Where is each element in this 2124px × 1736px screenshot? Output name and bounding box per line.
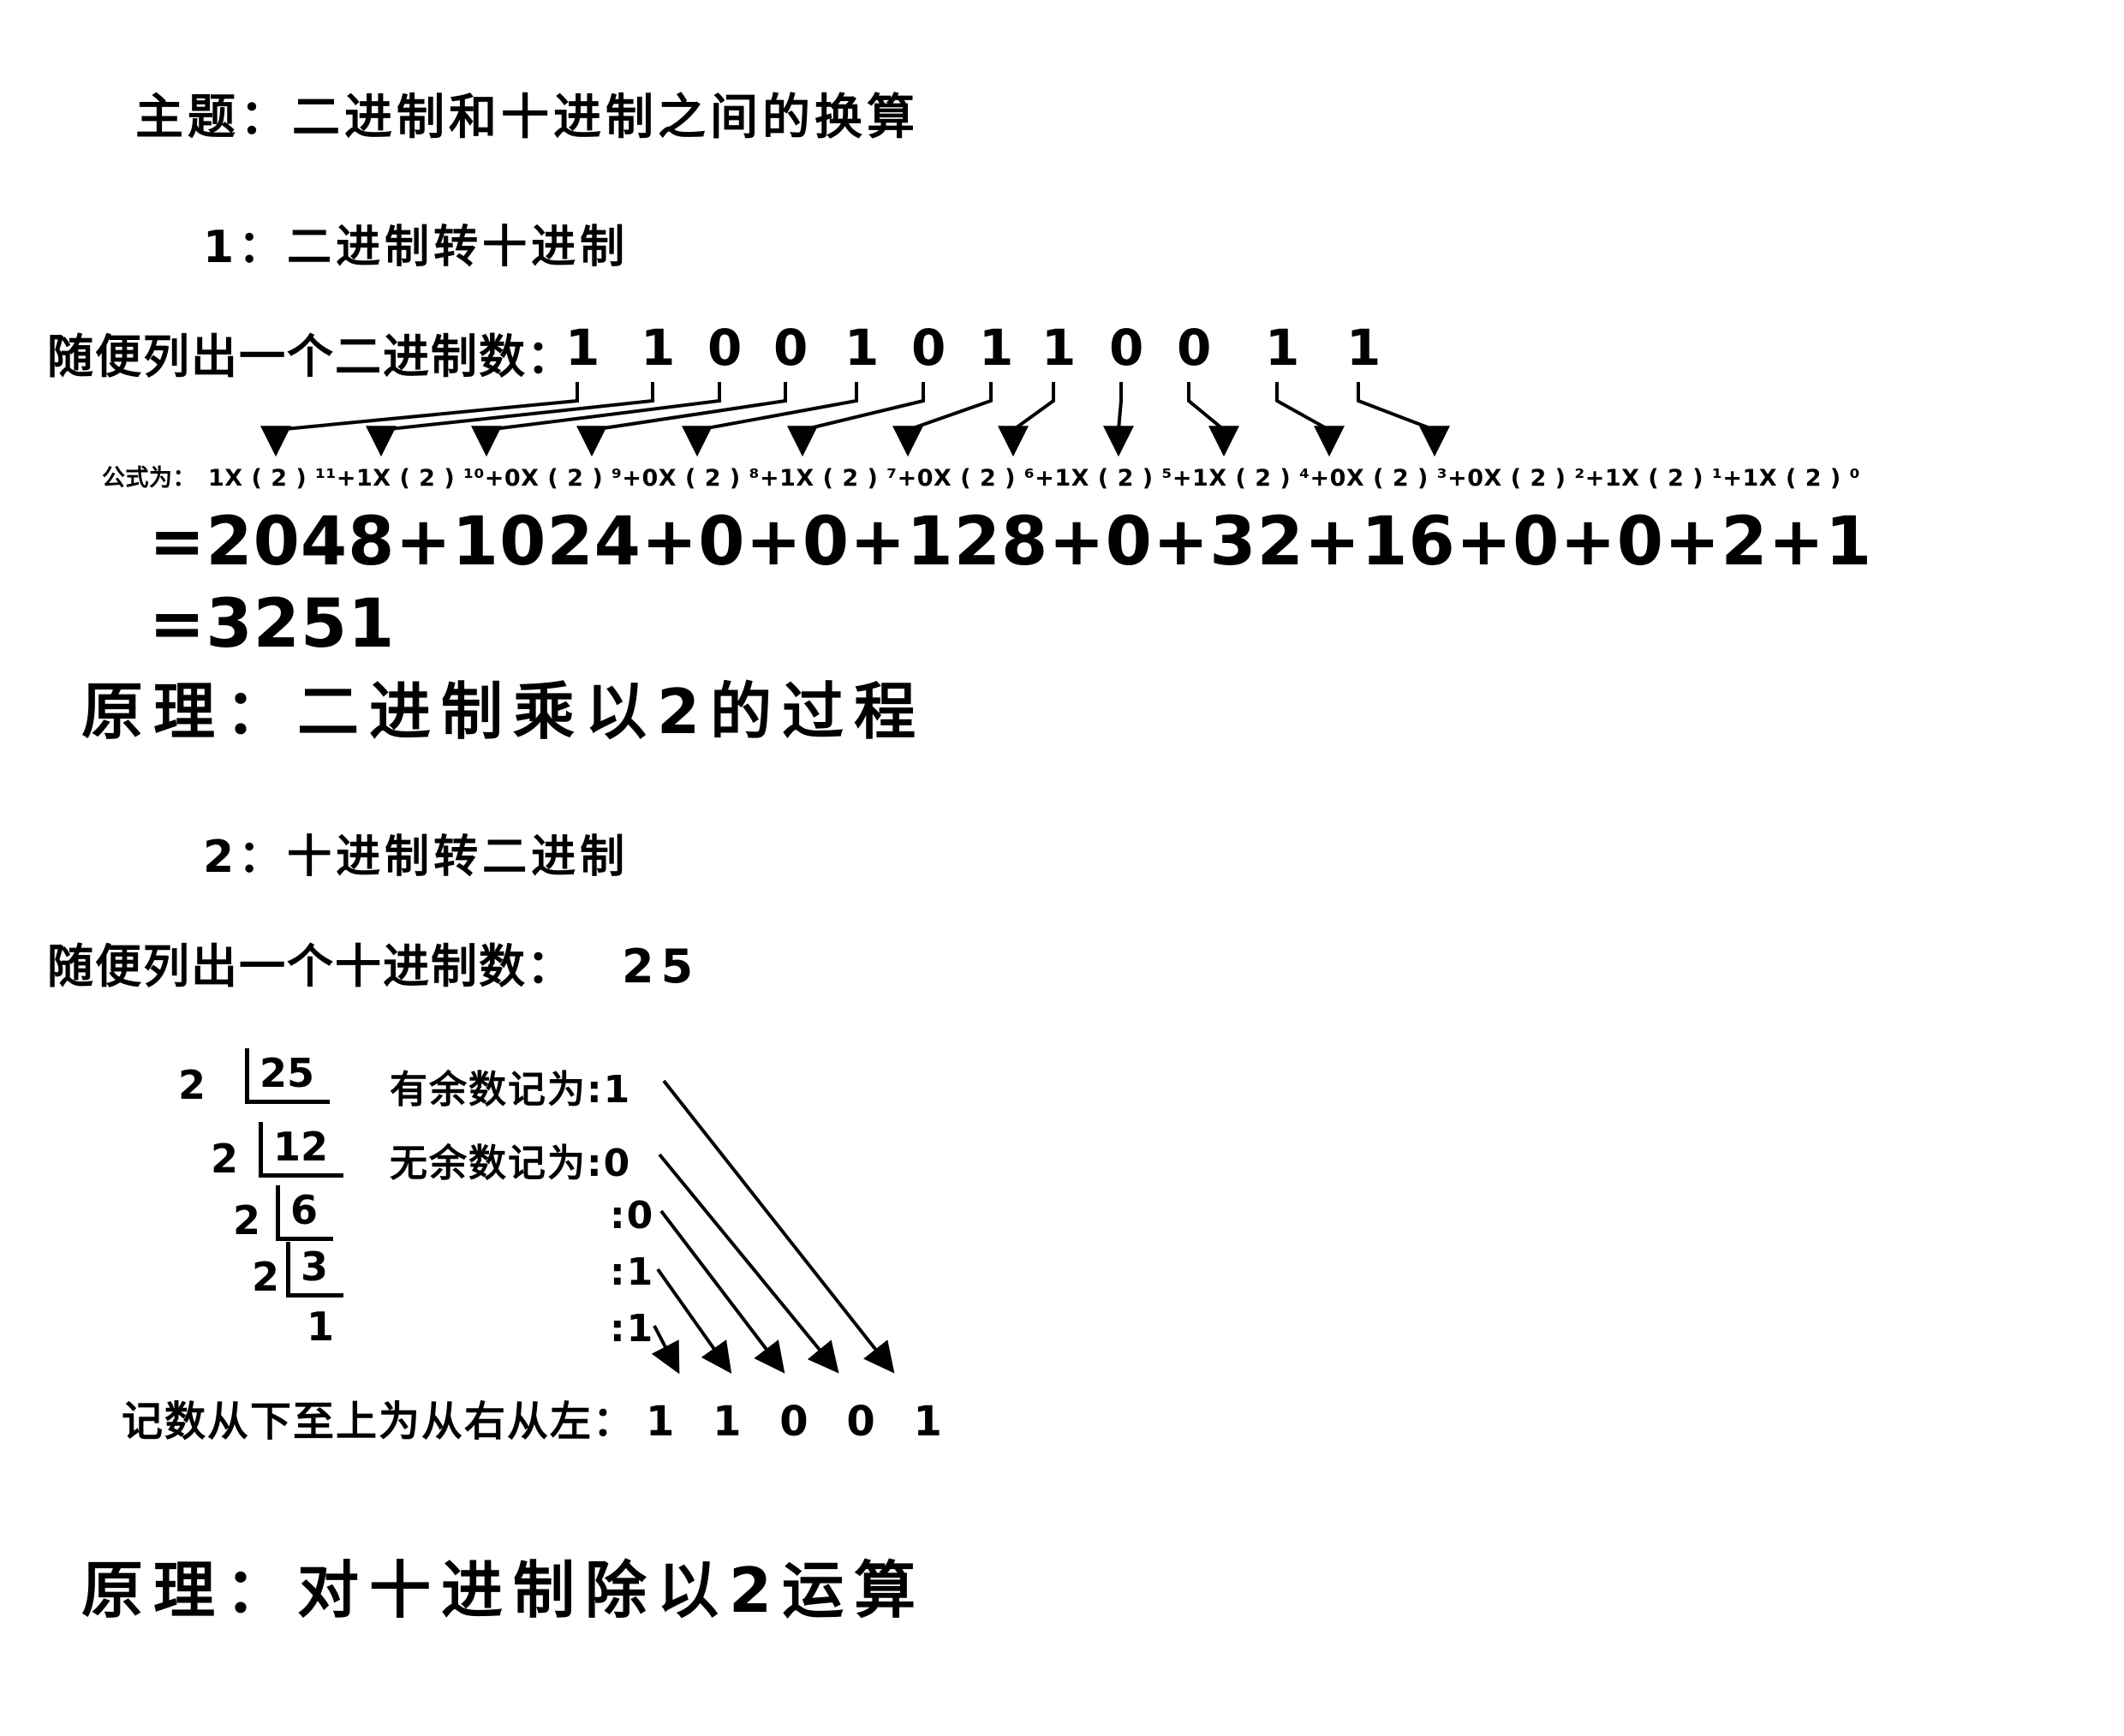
- binary-digit-6: 0: [911, 319, 946, 377]
- binary-result-line: 记数从下至上为从右从左：1 1 0 0 1: [122, 1387, 954, 1447]
- mapping-arrow: [1275, 382, 1345, 457]
- formula-expression: 1X ( 2 ) ¹¹+1X ( 2 ) ¹⁰+0X ( 2 ) ⁹+0X ( …: [208, 465, 1860, 492]
- final-quotient: 1: [307, 1303, 335, 1350]
- decimal-list-label: 随便列出一个十进制数：: [47, 940, 575, 993]
- binary-digit-7: 1: [844, 319, 880, 377]
- section1-heading: 1：二进制转十进制: [203, 222, 629, 273]
- expansion-line: =2048+1024+0+0+128+0+32+16+0+0+2+1: [149, 504, 1873, 581]
- binary-result-label: 记数从下至上为从右从左：: [122, 1398, 636, 1446]
- remainder-note: 有余数记为:1: [390, 1068, 632, 1112]
- sum-result-line: =3251: [149, 586, 396, 663]
- dividend: 25: [245, 1048, 331, 1104]
- principle-1: 原理：二进制乘以2的过程: [81, 676, 927, 748]
- remainder-arrow: [658, 1153, 839, 1374]
- mapping-arrow: [576, 382, 787, 457]
- decimal-list-line: 随便列出一个十进制数： 25: [47, 928, 700, 996]
- remainder-note: 无余数记为:0: [390, 1142, 632, 1185]
- binary-digit-2: 0: [1177, 319, 1212, 377]
- binary-result-digits: 1 1 0 0 1: [646, 1398, 954, 1446]
- divisor: 2: [178, 1062, 206, 1108]
- divisor: 2: [233, 1197, 261, 1244]
- binary-list-label: 随便列出一个二进制数：: [47, 330, 575, 384]
- formula-label: 公式为：: [102, 465, 196, 492]
- decimal-value: 25: [622, 940, 701, 993]
- remainder-arrow: [651, 1325, 680, 1375]
- divisor: 2: [211, 1136, 239, 1182]
- mapping-arrow: [1357, 382, 1450, 457]
- binary-digit-3: 0: [1109, 319, 1144, 377]
- remainder-arrow: [662, 1079, 895, 1374]
- binary-digit-8: 0: [773, 319, 808, 377]
- principle-2: 原理：对十进制除以2运算: [81, 1554, 927, 1626]
- remainder-arrow: [656, 1268, 732, 1374]
- mapping-arrow: [1103, 382, 1134, 457]
- mapping-arrow: [471, 382, 721, 457]
- page-title: 主题：二进制和十进制之间的换算: [135, 90, 919, 146]
- binary-digit-0: 1: [1346, 319, 1381, 377]
- remainder-note: :0: [610, 1194, 655, 1238]
- mapping-arrow: [682, 382, 858, 457]
- dividend: 12: [259, 1122, 344, 1178]
- binary-digit-5: 1: [979, 319, 1014, 377]
- formula-line: 公式为： 1X ( 2 ) ¹¹+1X ( 2 ) ¹⁰+0X ( 2 ) ⁹+0…: [102, 459, 1860, 492]
- binary-digit-11: 1: [565, 319, 600, 377]
- remainder-arrow: [659, 1209, 785, 1374]
- binary-digit-1: 1: [1265, 319, 1300, 377]
- section2-heading: 2：十进制转二进制: [203, 832, 629, 883]
- remainder-note: :1: [610, 1307, 655, 1351]
- mapping-arrow: [366, 382, 654, 457]
- mapping-arrow: [787, 382, 925, 457]
- mapping-arrow: [892, 382, 993, 457]
- remainder-note: :1: [610, 1250, 655, 1294]
- mapping-arrow: [260, 382, 579, 457]
- divisor: 2: [252, 1254, 280, 1300]
- mapping-arrow: [998, 382, 1055, 457]
- mapping-arrow: [1187, 382, 1239, 457]
- binary-digit-10: 1: [641, 319, 676, 377]
- binary-digit-9: 0: [707, 319, 743, 377]
- dividend: 3: [286, 1242, 344, 1298]
- dividend: 6: [276, 1185, 334, 1241]
- binary-digit-4: 1: [1041, 319, 1077, 377]
